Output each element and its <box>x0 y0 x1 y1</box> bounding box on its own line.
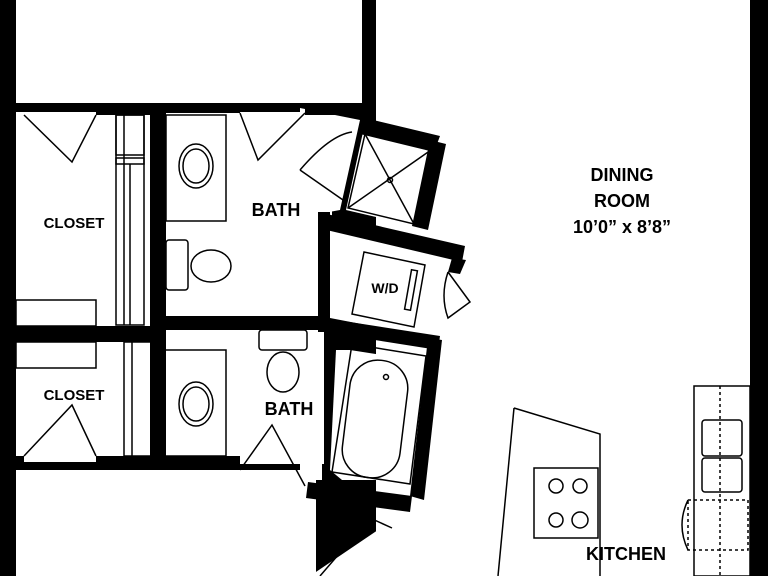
burner-icon-3 <box>548 512 564 528</box>
wall-top-bath-b <box>305 103 365 115</box>
washer-dryer-unit <box>351 251 426 328</box>
wall-bath-divider <box>160 316 328 330</box>
wall-laundry-left <box>318 212 330 332</box>
wall-dining-right <box>750 0 768 576</box>
bath-bottom-door <box>239 423 306 487</box>
closet-side-panel-top <box>15 299 97 327</box>
wall-closet-bottom-a <box>16 456 24 468</box>
bath-top-door <box>239 112 306 162</box>
bedroom-floor <box>16 0 362 103</box>
wall-left-outer-top <box>0 0 16 112</box>
shower-drain-icon <box>386 176 394 184</box>
bath-top-toilet-tank <box>165 239 189 291</box>
bathtub-basin <box>341 359 409 479</box>
bath-bottom-sink-inner <box>182 386 210 422</box>
wall-tub-right <box>410 338 442 500</box>
dining-label-line2: ROOM <box>594 191 650 211</box>
wall-top-closet-a <box>16 103 24 112</box>
bath-top-toilet-icon <box>190 249 232 283</box>
kitchen-sink-bottom <box>701 457 743 493</box>
wall-laundry-top <box>318 212 465 262</box>
kitchen-counter <box>693 385 751 576</box>
bath-top-sink-inner <box>182 148 210 184</box>
bath-bottom-label: BATH <box>265 399 314 419</box>
bath-top-sink-icon <box>178 143 214 189</box>
hall-bottom-floor <box>16 470 316 576</box>
laundry-floor <box>330 228 448 338</box>
bathtub-outline <box>331 343 427 485</box>
wall-bedroom-right <box>362 0 376 120</box>
closet-bottom-label: CLOSET <box>44 387 105 404</box>
kitchen-cooktop <box>533 467 599 539</box>
shower-door-swing <box>299 131 353 171</box>
wall-laundry-bottom <box>324 318 440 350</box>
wall-laundry-right <box>448 258 466 274</box>
wall-closet-bottom-b <box>96 456 162 470</box>
laundry-door <box>443 271 472 320</box>
closet-bottom-door <box>23 403 97 457</box>
bath-bottom-floor <box>164 330 324 464</box>
bath-bottom-floor-right <box>300 330 322 480</box>
bathtub-drain-icon <box>382 373 390 381</box>
wall-left-mid <box>0 300 16 350</box>
kitchen-sink-top <box>701 419 743 457</box>
shower-door-leaf <box>299 169 344 201</box>
closet-top-shelf-notch <box>115 114 145 156</box>
burner-icon-1 <box>548 478 564 494</box>
kitchen-island <box>497 407 601 576</box>
burner-icon-4 <box>571 511 589 529</box>
closet-bottom-shelf <box>123 341 155 457</box>
wall-top-closet-b <box>96 103 166 115</box>
bath-bottom-exit-door <box>319 517 393 576</box>
burner-icon-2 <box>572 478 588 494</box>
bath-bottom-sink-icon <box>178 381 214 427</box>
closet-top-label: CLOSET <box>44 215 105 232</box>
laundry-label: W/D <box>371 280 398 296</box>
bath-bottom-vanity <box>163 349 227 457</box>
fixtures <box>15 112 751 576</box>
bath-top-floor-right <box>300 108 360 310</box>
dining-room-floor-lower <box>310 0 750 576</box>
room-labels: CLOSET CLOSET BATH BATH W/D DINING ROOM … <box>44 165 671 564</box>
bath-top-label: BATH <box>252 200 301 220</box>
closet-bottom-floor <box>16 342 150 462</box>
wall-bath-bottom <box>160 456 240 470</box>
wall-left-bottom <box>0 462 16 576</box>
wall-shower-top <box>360 118 440 152</box>
wall-tub-bottom <box>306 482 412 512</box>
wall-closet-divider <box>16 326 156 342</box>
wall-top-bath-a <box>160 103 240 113</box>
closet-top-floor <box>16 112 150 326</box>
bath-top-vanity <box>165 114 227 222</box>
dining-label-line1: DINING <box>591 165 654 185</box>
dining-size-label: 10’0” x 8’8” <box>573 217 671 237</box>
bath-bottom-toilet-icon <box>266 351 300 393</box>
shower-diag-b <box>347 149 432 209</box>
tub-floor <box>330 350 426 480</box>
floor-areas <box>16 0 750 576</box>
wall-shower-right <box>412 140 446 230</box>
washer-dryer-panel <box>403 268 419 312</box>
bath-bottom-toilet-tank <box>258 329 308 351</box>
dishwasher <box>687 499 749 551</box>
kitchen-label: KITCHEN <box>586 544 666 564</box>
closet-side-panel-bottom <box>15 341 97 369</box>
kitchen-appliance-door <box>681 499 689 551</box>
closet-top-door-left <box>23 114 97 164</box>
